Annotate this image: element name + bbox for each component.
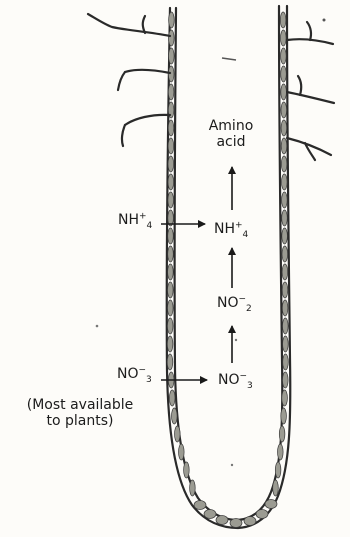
nh4-outside-sup: +: [139, 211, 147, 221]
root-cell: [168, 246, 174, 262]
root-cell: [273, 480, 279, 496]
root-cell: [283, 336, 289, 352]
no3-outside-base: NO: [117, 366, 139, 382]
root-cell: [168, 192, 174, 208]
stray-mark: [222, 58, 236, 60]
root-cell: [184, 462, 190, 478]
dust-dot: [235, 339, 237, 341]
root-cells: [167, 12, 288, 528]
no2-inside-label: NO−2: [217, 295, 252, 311]
root-cell: [168, 66, 174, 82]
root-outline: [167, 6, 291, 528]
dust-dot: [323, 19, 326, 22]
nh4-outside-sub: 4: [147, 221, 153, 231]
root-cell: [281, 102, 287, 118]
amino-acid-line2: acid: [196, 134, 266, 150]
root-cell: [168, 84, 174, 100]
root-cell: [279, 426, 285, 442]
root-cap-cell: [216, 516, 228, 525]
root-cell: [281, 120, 287, 136]
root-cell: [169, 390, 175, 406]
nh4-outside-label: NH+4: [118, 212, 152, 228]
root-cell: [282, 228, 288, 244]
root-cell: [282, 282, 288, 298]
root-cap-cell: [194, 501, 206, 510]
nh4-inside-base: NH: [214, 221, 235, 237]
root-cell: [172, 408, 178, 424]
root-cell: [168, 264, 174, 280]
root-cell: [283, 354, 289, 370]
root-cell: [168, 138, 174, 154]
nh4-inside-sup: +: [235, 220, 243, 230]
no3-outside-sup: −: [139, 365, 147, 375]
root-cell: [168, 282, 174, 298]
root-cell: [167, 318, 173, 334]
root-cell: [167, 354, 173, 370]
root-cap-cell: [230, 519, 242, 528]
root-hairs-left: [88, 14, 170, 146]
root-cell: [168, 120, 174, 136]
root-cell: [282, 174, 288, 190]
amino-acid-line1: Amino: [196, 118, 266, 134]
root-cell: [281, 30, 287, 46]
root-cap-cell: [256, 510, 268, 519]
no2-inside-sub: 2: [246, 304, 252, 314]
root-cell: [190, 480, 196, 496]
no3-inside-label: NO−3: [218, 372, 253, 388]
dust-dot: [96, 325, 99, 328]
root-cell: [282, 210, 288, 226]
amino-acid-label: Amino acid: [196, 118, 266, 150]
nh4-inside-sub: 4: [243, 230, 249, 240]
root-cell: [282, 246, 288, 262]
no3-inside-base: NO: [218, 372, 240, 388]
root-cell: [282, 390, 288, 406]
root-cell: [281, 84, 287, 100]
root-cell: [281, 66, 287, 82]
root-cell: [283, 318, 289, 334]
root-cell: [169, 48, 175, 64]
root-cell: [169, 12, 175, 28]
root-cell: [281, 156, 287, 172]
availability-note-line1: (Most available: [6, 397, 154, 413]
root-cell: [167, 336, 173, 352]
root-cell: [282, 300, 288, 316]
root-cell: [282, 264, 288, 280]
root-cell: [168, 300, 174, 316]
no3-inside-sub: 3: [247, 381, 253, 391]
root-cell: [168, 228, 174, 244]
root-cell: [169, 30, 175, 46]
no3-outside-label: NO−3: [117, 366, 152, 382]
no2-inside-base: NO: [217, 295, 239, 311]
root-cell: [283, 372, 289, 388]
root-cell: [175, 426, 181, 442]
root-cap-cell: [265, 500, 277, 509]
root-cell: [281, 48, 287, 64]
nh4-inside-label: NH+4: [214, 221, 248, 237]
no2-inside-sup: −: [239, 294, 247, 304]
root-cap-cell: [244, 517, 256, 526]
root-hairs-right: [287, 22, 334, 160]
root-cell: [168, 156, 174, 172]
root-cell: [168, 174, 174, 190]
no3-inside-sup: −: [240, 371, 248, 381]
root-cell: [280, 12, 286, 28]
root-cell: [275, 462, 281, 478]
root-cell: [179, 444, 185, 460]
root-cell: [281, 138, 287, 154]
availability-note: (Most available to plants): [6, 397, 154, 429]
root-cap-cell: [204, 510, 216, 519]
root-cell: [278, 444, 284, 460]
availability-note-line2: to plants): [6, 413, 154, 429]
dust-dot: [231, 464, 233, 466]
root-cell: [281, 408, 287, 424]
nh4-outside-base: NH: [118, 212, 139, 228]
no3-outside-sub: 3: [146, 375, 152, 385]
root-cell: [282, 192, 288, 208]
